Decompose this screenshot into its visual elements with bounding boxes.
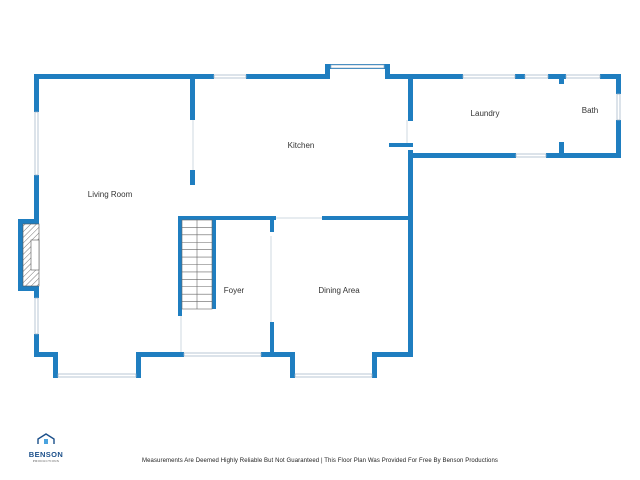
wall-kitchen-stub bbox=[389, 143, 413, 147]
window-bath-right bbox=[616, 93, 621, 121]
wall-bump-right bbox=[385, 64, 390, 79]
wall-living-kitchen-lower bbox=[190, 170, 195, 185]
wall-living-kitchen-upper bbox=[190, 79, 195, 120]
wall-bay-right bbox=[136, 352, 141, 378]
wall-bay-left bbox=[53, 352, 58, 378]
room-label-kitchen: Kitchen bbox=[287, 141, 315, 150]
interior-partitions bbox=[180, 120, 408, 352]
wall-kitchen-laundry-upper bbox=[408, 79, 413, 121]
wall-right-lower bbox=[616, 120, 621, 158]
wall-bottom-foyer-right bbox=[261, 352, 295, 357]
wall-laundry-bottom-left bbox=[408, 153, 516, 158]
room-label-foyer: Foyer bbox=[223, 286, 245, 295]
benson-logo: BENSON PRODUCTIONS bbox=[24, 432, 68, 463]
footer-disclaimer: Measurements Are Deemed Highly Reliable … bbox=[141, 458, 499, 464]
wall-foyer-right-lower bbox=[270, 322, 274, 356]
window-laundry-top bbox=[462, 74, 516, 79]
room-label-laundry: Laundry bbox=[470, 109, 500, 118]
window-foyer-bottom bbox=[183, 352, 262, 357]
house-icon bbox=[37, 433, 55, 444]
wall-laundry-bottom-right bbox=[546, 153, 621, 158]
wall-foyer-right-upper bbox=[270, 216, 274, 232]
window-living-bay bbox=[57, 373, 137, 378]
wall-bay2-left bbox=[290, 352, 295, 378]
wall-bath-divider-upper bbox=[559, 74, 564, 84]
wall-bump-left bbox=[325, 64, 330, 79]
fireplace-top-wall bbox=[18, 219, 39, 224]
wall-left-lower bbox=[34, 288, 39, 298]
wall-left-mid bbox=[34, 175, 39, 221]
window-kitchen-top bbox=[213, 74, 247, 79]
windows bbox=[34, 64, 621, 378]
room-label-living-room: Living Room bbox=[87, 190, 133, 199]
wall-bay2-right bbox=[372, 352, 377, 378]
wall-top-right-3 bbox=[548, 74, 566, 79]
wall-top-right-4 bbox=[600, 74, 621, 79]
room-label-bath: Bath bbox=[581, 106, 599, 115]
wall-left-upper bbox=[34, 74, 39, 112]
staircase bbox=[181, 219, 213, 310]
wall-top-mid bbox=[246, 74, 330, 79]
window-laundry-top-2 bbox=[524, 74, 549, 79]
window-bath-top bbox=[565, 74, 601, 79]
window-living-left-upper bbox=[34, 111, 39, 176]
walls bbox=[18, 64, 621, 378]
window-living-left-lower bbox=[34, 297, 39, 335]
wall-left-bottom bbox=[34, 334, 39, 356]
fireplace-bottom-wall bbox=[18, 286, 39, 291]
wall-bottom-living-right bbox=[136, 352, 184, 357]
fireplace bbox=[22, 223, 40, 287]
wall-bath-divider-lower bbox=[559, 142, 564, 158]
wall-top-left bbox=[34, 74, 214, 79]
wall-dining-top bbox=[322, 216, 413, 220]
wall-top-right-2 bbox=[515, 74, 525, 79]
window-dining-bay bbox=[294, 373, 373, 378]
wall-right-upper bbox=[616, 74, 621, 94]
window-kitchen-bump bbox=[330, 64, 385, 69]
wall-stairs-right bbox=[212, 216, 216, 309]
room-label-dining-area: Dining Area bbox=[318, 286, 360, 295]
wall-top-right bbox=[385, 74, 463, 79]
logo-tagline: PRODUCTIONS bbox=[32, 459, 60, 463]
wall-dining-right bbox=[408, 150, 413, 357]
wall-bottom-dining bbox=[372, 352, 413, 357]
wall-stairs-left bbox=[178, 216, 182, 316]
window-laundry-bottom bbox=[515, 153, 547, 158]
fireplace-left-wall bbox=[18, 219, 23, 291]
logo-name: BENSON bbox=[28, 450, 64, 459]
wall-bottom-living-left bbox=[34, 352, 58, 357]
wall-foyer-top bbox=[178, 216, 276, 220]
